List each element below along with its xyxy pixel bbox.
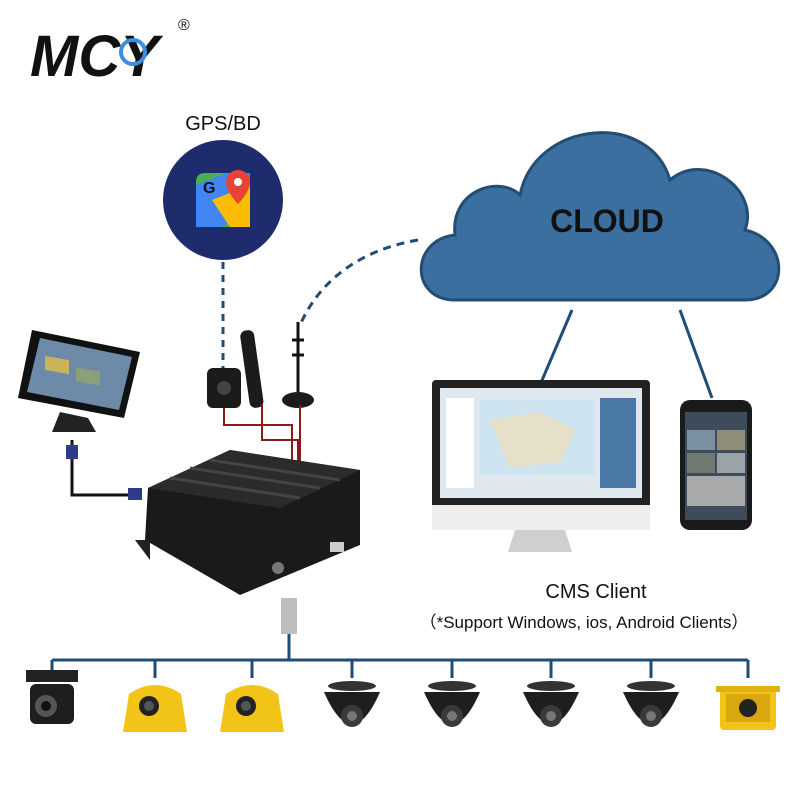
gps-label: GPS/BD bbox=[185, 113, 261, 135]
dome-camera-icon bbox=[623, 681, 679, 727]
registered-mark: ® bbox=[178, 17, 190, 34]
mdvr-box-icon bbox=[135, 450, 360, 595]
client-subtitle: （*Support Windows, ios, Android Clients） bbox=[420, 613, 749, 632]
gps-antenna-icon bbox=[207, 368, 241, 408]
side-camera-icon bbox=[123, 685, 187, 732]
monitor-connector bbox=[66, 445, 78, 459]
rear-camera-icon bbox=[716, 686, 780, 730]
cloud-icon bbox=[419, 131, 781, 302]
dome-camera-icon bbox=[424, 681, 480, 727]
4g-antenna-icon bbox=[282, 322, 314, 408]
gps-map-icon: G bbox=[163, 140, 283, 260]
dome-camera-icon bbox=[523, 681, 579, 727]
client-title: CMS Client bbox=[545, 581, 647, 603]
monitor-icon bbox=[18, 330, 140, 432]
cloud-label: CLOUD bbox=[550, 203, 664, 239]
logo-swirl bbox=[119, 38, 147, 66]
camera-connector bbox=[281, 598, 297, 634]
dome-camera-icon bbox=[324, 681, 380, 727]
smartphone-icon bbox=[680, 400, 752, 530]
camera-drop-lines bbox=[50, 660, 750, 678]
desktop-computer-icon bbox=[432, 380, 650, 552]
cloud-desktop-link bbox=[538, 309, 574, 386]
wifi-antenna-icon bbox=[240, 330, 264, 408]
side-camera-icon bbox=[220, 685, 284, 732]
logo-text: MCY bbox=[30, 24, 164, 89]
cloud-phone-link bbox=[678, 309, 714, 399]
gps-cable bbox=[223, 408, 293, 468]
mdvr-video-connector bbox=[128, 488, 142, 500]
wifi-cable bbox=[261, 404, 299, 468]
inner-camera-icon bbox=[26, 670, 78, 724]
monitor-cable bbox=[70, 440, 140, 497]
wireless-link bbox=[298, 238, 419, 326]
camera-row bbox=[26, 670, 780, 732]
brand-logo: MCY ® bbox=[30, 17, 190, 89]
svg-text:G: G bbox=[203, 180, 215, 197]
